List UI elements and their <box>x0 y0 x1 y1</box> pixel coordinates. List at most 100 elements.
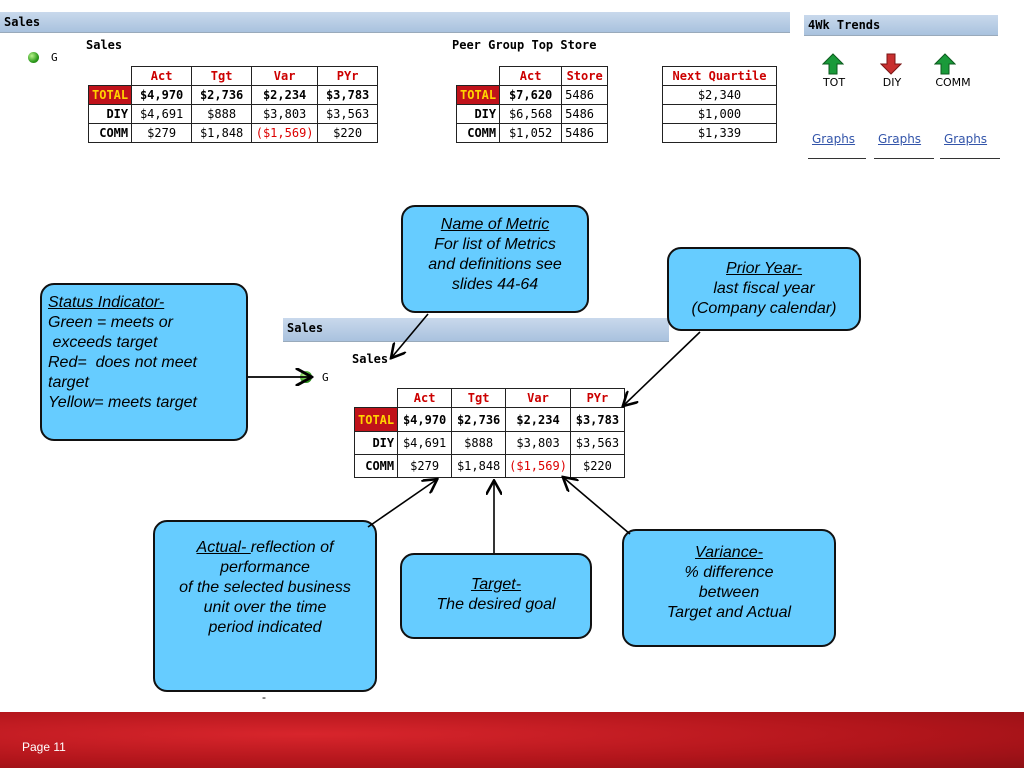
row-label-total: TOTAL <box>87 85 133 105</box>
callout-actual: Actual- reflection of performance of the… <box>153 520 377 692</box>
callout-line: between <box>698 584 760 601</box>
zoom-status-letter: G <box>322 371 329 384</box>
cell-tgt: $888 <box>451 431 507 455</box>
row-label-diy: DIY <box>353 431 399 455</box>
arrow-variance <box>564 478 631 535</box>
table-row: $1,000 <box>662 104 777 124</box>
divider <box>808 158 866 159</box>
zoom-section-title: Sales <box>287 321 324 335</box>
stray-dash: - <box>262 690 266 704</box>
cell-quartile: $2,340 <box>662 85 777 105</box>
callout-line: (Company calendar) <box>691 300 837 317</box>
callout-title: Variance- <box>695 544 763 561</box>
arrow-metric <box>392 313 429 357</box>
footer-bar: Page 11 <box>0 712 1024 768</box>
cell-var: $3,803 <box>251 104 319 124</box>
trends-title: 4Wk Trends <box>808 18 881 32</box>
callout-title: Actual- <box>196 539 251 556</box>
row-label-comm: COMM <box>353 454 399 478</box>
cell-store: 5486 <box>561 85 609 105</box>
table-row: COMM $1,052 5486 <box>455 123 609 143</box>
callout-line: unit over the time <box>203 599 327 616</box>
col-header-var: Var <box>505 388 571 408</box>
callout-line: % difference <box>684 564 774 581</box>
callout-title: Status Indicator- <box>48 294 165 311</box>
callout-line: exceeds target <box>48 334 158 351</box>
callout-line: last fiscal year <box>713 280 815 297</box>
top-section-bar: Sales <box>0 12 790 33</box>
callout-line: For list of Metrics <box>434 236 556 253</box>
callout-line: of the selected business <box>179 579 351 596</box>
cell-pyr: $3,783 <box>569 407 625 432</box>
sales-heading: Sales <box>86 38 123 52</box>
cell-var: $3,803 <box>505 431 571 455</box>
callout-line: The desired goal <box>436 596 556 613</box>
peer-group-heading: Peer Group Top Store <box>452 38 597 52</box>
cell-var: ($1,569) <box>251 123 319 143</box>
cell-act: $4,970 <box>131 85 193 105</box>
row-label-comm: COMM <box>455 123 501 143</box>
cell-tgt: $888 <box>191 104 253 124</box>
row-label-total: TOTAL <box>455 85 501 105</box>
trend-label-diy: DIY <box>882 76 902 89</box>
sales-table: Act Tgt Var PYr TOTAL $4,970 $2,736 $2,2… <box>87 66 379 143</box>
row-label-comm: COMM <box>87 123 133 143</box>
zoom-sales-heading: Sales <box>352 352 389 366</box>
table-row: $1,339 <box>662 123 777 143</box>
divider <box>874 158 934 159</box>
graphs-link-diy[interactable]: Graphs <box>878 132 922 146</box>
table-row: COMM $279 $1,848 ($1,569) $220 <box>353 454 625 478</box>
page-number: Page 11 <box>22 740 66 754</box>
table-row: TOTAL $4,970 $2,736 $2,234 $3,783 <box>353 407 625 432</box>
top-section-title: Sales <box>4 15 41 29</box>
callout-line: slides 44-64 <box>451 276 539 293</box>
callout-target: Target- The desired goal <box>400 553 592 639</box>
row-label-diy: DIY <box>87 104 133 124</box>
cell-store: 5486 <box>561 123 609 143</box>
trend-up-arrow-icon <box>822 53 844 75</box>
cell-act: $279 <box>397 454 453 478</box>
callout-line: Yellow= meets target <box>48 394 197 411</box>
peer-group-table: Act Store TOTAL $7,620 5486 DIY $6,568 5… <box>455 66 609 143</box>
status-letter: G <box>51 51 58 64</box>
callout-status-indicator: Status Indicator- Green = meets or excee… <box>40 283 248 441</box>
arrow-prior-year <box>624 331 701 405</box>
table-row: COMM $279 $1,848 ($1,569) $220 <box>87 123 379 143</box>
trend-label-tot: TOT <box>822 76 846 89</box>
zoom-sales-table: Act Tgt Var PYr TOTAL $4,970 $2,736 $2,2… <box>353 388 625 478</box>
cell-pyr: $220 <box>317 123 379 143</box>
trend-down-arrow-icon <box>880 53 902 75</box>
table-row: $2,340 <box>662 85 777 105</box>
table-row: DIY $4,691 $888 $3,803 $3,563 <box>87 104 379 124</box>
callout-title: Target- <box>470 576 522 593</box>
next-quartile-table: Next Quartile $2,340 $1,000 $1,339 <box>662 66 777 143</box>
graphs-link-tot[interactable]: Graphs <box>812 132 856 146</box>
arrow-actual <box>367 480 436 528</box>
cell-quartile: $1,339 <box>662 123 777 143</box>
cell-pyr: $3,563 <box>317 104 379 124</box>
cell-act: $4,691 <box>131 104 193 124</box>
cell-act: $279 <box>131 123 193 143</box>
cell-var: $2,234 <box>251 85 319 105</box>
callout-title: Name of Metric <box>440 216 550 233</box>
callout-line: and definitions see <box>428 256 562 273</box>
callout-title-rest: reflection of <box>250 539 334 556</box>
callout-variance: Variance- % difference between Target an… <box>622 529 836 647</box>
divider <box>940 158 1000 159</box>
col-header-tgt: Tgt <box>451 388 507 408</box>
cell-quartile: $1,000 <box>662 104 777 124</box>
cell-tgt: $1,848 <box>191 123 253 143</box>
callout-title-line: Actual- reflection of <box>155 538 375 558</box>
col-header-act: Act <box>131 66 193 86</box>
callout-line: target <box>48 374 89 391</box>
callout-title: Prior Year- <box>726 260 802 277</box>
trend-label-comm: COMM <box>935 76 971 89</box>
callout-line: period indicated <box>208 619 322 636</box>
callout-line: performance <box>220 559 310 576</box>
cell-tgt: $1,848 <box>451 454 507 478</box>
callout-line: Target and Actual <box>666 604 792 621</box>
graphs-link-comm[interactable]: Graphs <box>944 132 988 146</box>
cell-var: $2,234 <box>505 407 571 432</box>
zoom-section-bar: Sales <box>283 318 669 342</box>
